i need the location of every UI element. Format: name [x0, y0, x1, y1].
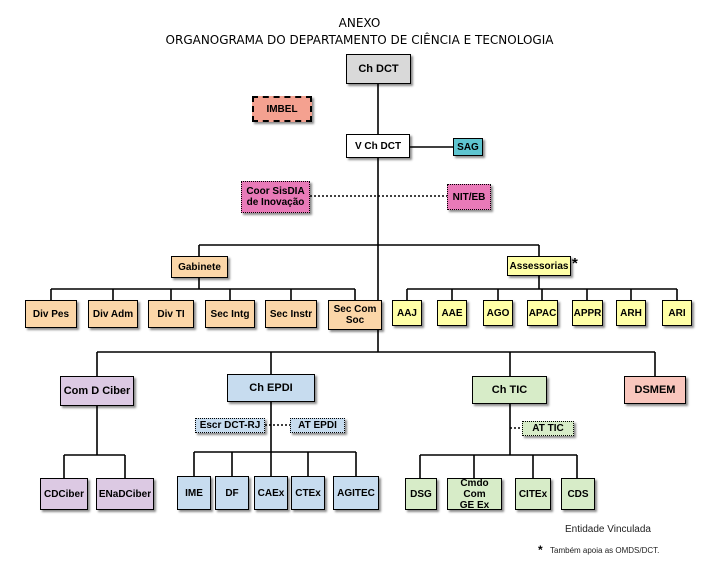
node-v-ch-dct[interactable]: V Ch DCT [346, 134, 410, 158]
node-ago[interactable]: AGO [483, 300, 513, 326]
node-coor-sisdia[interactable]: Coor SisDIA de Inovação [241, 181, 310, 213]
node-ch-dct[interactable]: Ch DCT [346, 54, 411, 84]
node-agitec[interactable]: AGITEC [333, 476, 379, 510]
node-div-adm[interactable]: Div Adm [88, 300, 138, 328]
org-chart-title: ORGANOGRAMA DO DEPARTAMENTO DE CIÊNCIA E… [165, 33, 554, 47]
footnote-text: Também apoia as OMDS/DCT. [550, 546, 660, 555]
node-div-pes[interactable]: Div Pes [25, 300, 77, 328]
node-dsmem[interactable]: DSMEM [624, 376, 686, 404]
node-dsg[interactable]: DSG [405, 478, 437, 510]
node-ime[interactable]: IME [177, 476, 211, 510]
node-ari[interactable]: ARI [662, 300, 692, 326]
node-sec-com-soc[interactable]: Sec Com Soc [328, 300, 382, 330]
node-com-d-ciber[interactable]: Com D Ciber [60, 376, 134, 406]
legend-entity-label: Entidade Vinculada [565, 524, 651, 535]
assessorias-asterisk: * [572, 255, 578, 272]
node-ch-tic[interactable]: Ch TIC [472, 376, 547, 404]
annex-title: ANEXO [338, 16, 381, 30]
node-cds[interactable]: CDS [561, 478, 595, 510]
node-sec-intg[interactable]: Sec Intg [205, 300, 255, 328]
footnote-mark: * [538, 543, 543, 557]
node-enadciber[interactable]: ENaDCiber [96, 478, 154, 510]
node-caex[interactable]: CAEx [254, 476, 288, 510]
node-df[interactable]: DF [215, 476, 249, 510]
node-arh[interactable]: ARH [616, 300, 646, 326]
node-cdciber[interactable]: CDCiber [40, 478, 88, 510]
node-aaj[interactable]: AAJ [392, 300, 422, 326]
node-citex[interactable]: CITEx [515, 478, 551, 510]
node-at-epdi[interactable]: AT EPDI [290, 418, 345, 433]
node-nit-eb[interactable]: NIT/EB [447, 184, 491, 210]
node-aae[interactable]: AAE [437, 300, 467, 326]
node-appr[interactable]: APPR [572, 300, 603, 326]
node-imbel[interactable]: IMBEL [252, 96, 312, 122]
node-sec-instr[interactable]: Sec Instr [265, 300, 317, 328]
node-gabinete[interactable]: Gabinete [171, 256, 228, 278]
node-ch-epdi[interactable]: Ch EPDI [227, 374, 315, 402]
node-apac[interactable]: APAC [527, 300, 558, 326]
node-assessorias[interactable]: Assessorias [507, 256, 571, 276]
node-at-tic[interactable]: AT TIC [522, 421, 574, 436]
node-ctex[interactable]: CTEx [291, 476, 325, 510]
node-sag[interactable]: SAG [453, 138, 483, 156]
node-div-ti[interactable]: Div TI [148, 300, 194, 328]
node-cmdo-com-ge-ex[interactable]: Cmdo Com GE Ex [447, 478, 502, 511]
node-escr-dct-rj[interactable]: Escr DCT-RJ [195, 418, 265, 433]
